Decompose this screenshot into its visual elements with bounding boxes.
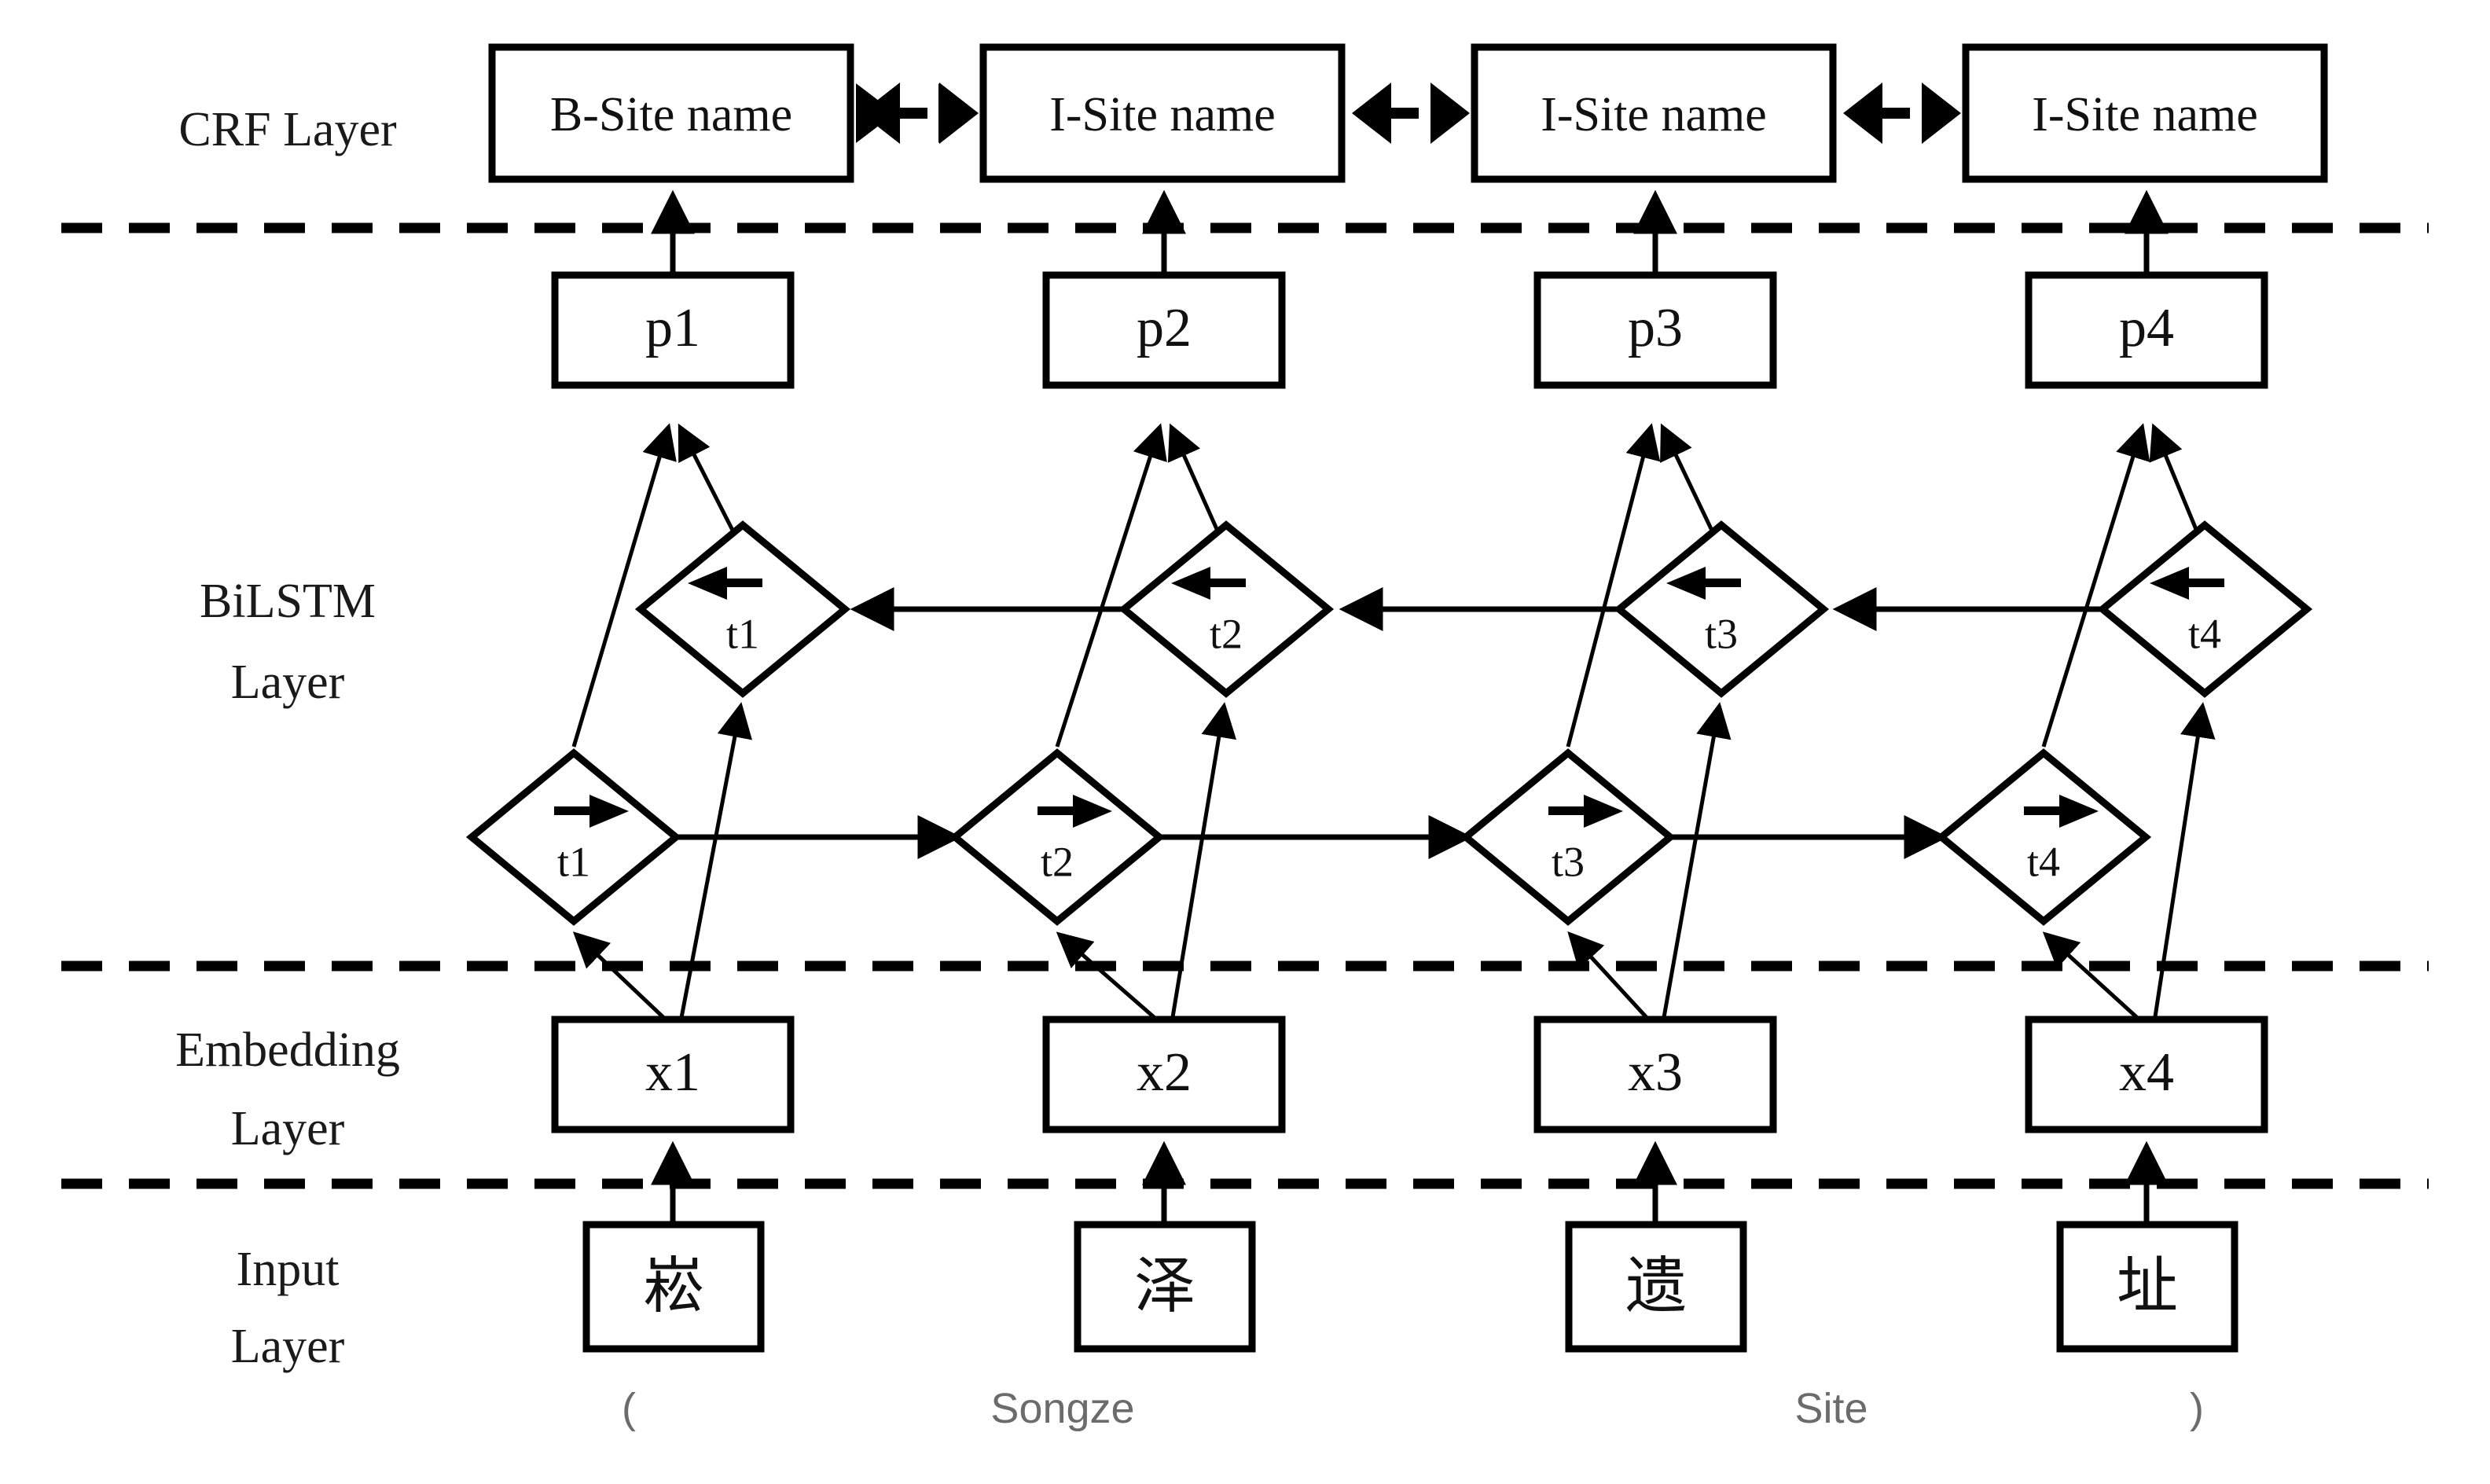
right-arrow-icon — [1073, 795, 1112, 828]
bilstm-forward-cell-0[interactable]: t1 — [465, 748, 682, 926]
bilstm-forward-cell-3-label: t4 — [2027, 838, 2060, 885]
prob-node-3[interactable]: p4 — [2025, 271, 2268, 389]
embedding-node-0[interactable]: x1 — [551, 1016, 795, 1133]
layer-label-embedding-line1: Embedding — [175, 1023, 400, 1077]
bilstm-forward-cell-1-label: t2 — [1041, 838, 1074, 885]
link-x1-to-bwd1 — [678, 702, 753, 1023]
link-x3-to-fwd3 — [1567, 931, 1652, 1023]
link-fwd3-to-p3 — [1566, 423, 1661, 748]
layer-label-crf-line1: CRF Layer — [178, 103, 397, 156]
link-x2-to-fwd2 — [1056, 931, 1161, 1023]
prob-node-0[interactable]: p1 — [551, 271, 795, 389]
bilstm-backward-cell-3[interactable]: t4 — [2096, 520, 2313, 698]
prob-node-0-label: p1 — [645, 298, 700, 358]
gloss-site: Site — [1794, 1385, 1868, 1432]
input-token-3-label: 址 — [2117, 1251, 2178, 1321]
link-fwd4-to-p4 — [2041, 423, 2150, 748]
input-token-0-label: 崧 — [643, 1251, 704, 1321]
link-fwd2-to-p2 — [1055, 423, 1167, 748]
prob-node-2-label: p3 — [1628, 298, 1683, 358]
link-x4-to-bwd4 — [2152, 702, 2216, 1023]
right-arrow-icon — [1584, 795, 1623, 828]
prob-node-3-label: p4 — [2119, 298, 2174, 358]
input-token-2-label: 遗 — [1625, 1251, 1687, 1321]
bilstm-backward-cell-3-label: t4 — [2188, 610, 2221, 657]
layer-label-input-line1: Input — [237, 1243, 340, 1296]
embedding-node-1-label: x2 — [1137, 1042, 1192, 1103]
left-arrow-icon — [1171, 567, 1210, 600]
gloss-open-paren: ( — [622, 1385, 636, 1432]
prob-node-1[interactable]: p2 — [1042, 271, 1286, 389]
crf-tag-0-label: B-Site name — [550, 88, 792, 141]
left-arrow-tail-icon — [725, 579, 762, 587]
layer-label-input-line2: Layer — [231, 1320, 345, 1373]
crf-tag-1-label: I-Site name — [1049, 88, 1276, 141]
crf-tag-3-label: I-Site name — [2032, 88, 2258, 141]
input-token-1-label: 泽 — [1134, 1251, 1195, 1321]
link-fwd1-to-p1 — [571, 423, 677, 748]
layer-label-embedding: Embedding Layer — [175, 1023, 400, 1155]
bilstm-backward-cell-1-label: t2 — [1210, 610, 1243, 657]
embedding-node-3-label: x4 — [2119, 1042, 2174, 1103]
layer-label-input: Input Layer — [231, 1243, 345, 1373]
crf-connector-1 — [1352, 83, 1470, 144]
right-arrow-tail-icon — [1038, 806, 1075, 815]
embedding-node-2-label: x3 — [1628, 1042, 1683, 1103]
left-arrow-tail-icon — [1703, 579, 1741, 587]
left-arrow-icon — [1666, 567, 1706, 600]
layer-label-crf: CRF Layer — [178, 103, 397, 156]
embedding-node-1[interactable]: x2 — [1042, 1016, 1286, 1133]
layer-label-embedding-line2: Layer — [231, 1102, 345, 1155]
gloss-close-paren: ) — [2190, 1385, 2204, 1432]
right-arrow-icon — [2059, 795, 2099, 828]
right-arrow-tail-icon — [1548, 806, 1586, 815]
bilstm-forward-cell-1[interactable]: t2 — [949, 748, 1166, 926]
bilstm-backward-cell-0[interactable]: t1 — [634, 520, 851, 698]
prob-node-2[interactable]: p3 — [1533, 271, 1777, 389]
input-token-0[interactable]: 崧 — [582, 1221, 765, 1353]
left-arrow-icon — [2150, 567, 2189, 600]
link-x3-to-bwd3 — [1661, 702, 1732, 1023]
input-token-1[interactable]: 泽 — [1074, 1221, 1256, 1353]
bilstm-backward-cell-0-label: t1 — [726, 610, 759, 657]
input-token-3[interactable]: 址 — [2056, 1221, 2238, 1353]
link-x2-to-bwd2 — [1170, 702, 1237, 1023]
bilstm-forward-cell-2-label: t3 — [1552, 838, 1585, 885]
crf-tag-1[interactable]: I-Site name — [979, 43, 1346, 183]
embedding-node-0-label: x1 — [645, 1042, 700, 1103]
right-arrow-icon — [589, 795, 629, 828]
embedding-node-3[interactable]: x4 — [2025, 1016, 2268, 1133]
embedding-node-2[interactable]: x3 — [1533, 1016, 1777, 1133]
prob-node-1-label: p2 — [1137, 298, 1192, 358]
crf-tag-3[interactable]: I-Site name — [1962, 43, 2328, 183]
gloss-songze: Songze — [990, 1385, 1134, 1432]
input-token-2[interactable]: 遗 — [1565, 1221, 1747, 1353]
crf-tag-2-label: I-Site name — [1541, 88, 1767, 141]
bilstm-forward-cell-0-label: t1 — [557, 838, 590, 885]
left-arrow-icon — [688, 567, 727, 600]
left-arrow-tail-icon — [1208, 579, 1246, 587]
layer-label-bilstm: BiLSTM Layer — [200, 575, 376, 709]
bilstm-backward-cell-1[interactable]: t2 — [1118, 520, 1335, 698]
bilstm-forward-cell-3[interactable]: t4 — [1935, 748, 2152, 926]
bilstm-backward-cell-2-label: t3 — [1705, 610, 1738, 657]
right-arrow-tail-icon — [554, 806, 592, 815]
left-arrow-tail-icon — [2187, 579, 2224, 587]
crf-tag-2[interactable]: I-Site name — [1471, 43, 1837, 183]
layer-label-bilstm-line2: Layer — [231, 656, 345, 709]
bilstm-forward-cell-2[interactable]: t3 — [1460, 748, 1677, 926]
crf-tag-0[interactable]: B-Site name — [488, 43, 854, 183]
crf-connector-0 — [856, 83, 979, 144]
crf-connector-2 — [1843, 83, 1961, 144]
link-x1-to-fwd1 — [572, 931, 670, 1023]
link-x4-to-fwd4 — [2042, 931, 2143, 1023]
bilstm-backward-cell-2[interactable]: t3 — [1613, 520, 1830, 698]
right-arrow-tail-icon — [2024, 806, 2062, 815]
layer-label-bilstm-line1: BiLSTM — [200, 575, 376, 628]
